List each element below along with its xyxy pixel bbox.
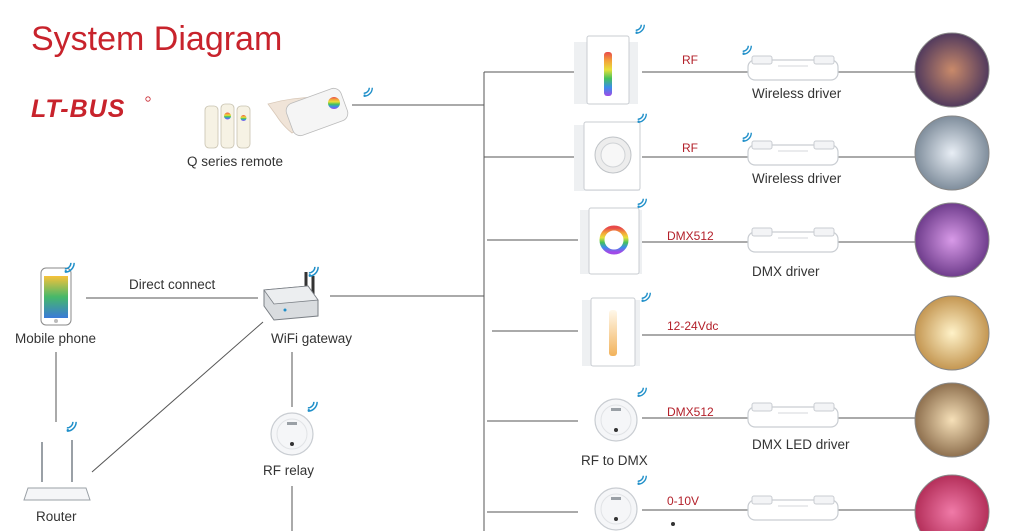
router-label: Router [36, 509, 77, 524]
row5-lamp-icon [914, 382, 990, 458]
row4-lamp-icon [914, 295, 990, 371]
row1-driver-wifi-icon [741, 45, 752, 56]
row6-protocol-label: 0-10V [667, 494, 699, 508]
row3-driver-label: DMX driver [752, 264, 820, 279]
remote-wifi-icon [362, 87, 373, 98]
row6-wifi-icon [636, 475, 647, 486]
q-series-remote-icon [204, 87, 349, 149]
rf-to-dmx-wifi-icon [636, 387, 647, 398]
row4-panel-wifi-icon [640, 292, 651, 303]
row3-protocol-label: DMX512 [667, 229, 714, 243]
remote-label: Q series remote [187, 154, 283, 169]
row1-driver-icon [747, 55, 839, 81]
row6-dot [671, 522, 675, 526]
lt-bus-logo: LT-BUS [31, 95, 151, 123]
color-wheel-panel-icon [580, 207, 642, 275]
gateway-label: WiFi gateway [271, 331, 352, 346]
direct-connect-label: Direct connect [129, 277, 216, 292]
row3-lamp-icon [914, 202, 990, 278]
phone-label: Mobile phone [15, 331, 96, 346]
mobile-phone-icon [40, 267, 72, 326]
row6-lamp-icon [914, 474, 990, 531]
router-gateway-line [91, 321, 264, 473]
row1-driver-label: Wireless driver [752, 86, 842, 101]
row5-driver-icon [747, 402, 839, 428]
row1-lamp-icon [914, 32, 990, 108]
row5-protocol-label: DMX512 [667, 405, 714, 419]
row-5: RF to DMX DMX512 DMX LED driver [581, 382, 990, 468]
rf-to-dmx-label: RF to DMX [581, 453, 648, 468]
row2-driver-wifi-icon [741, 132, 752, 143]
row2-lamp-icon [914, 115, 990, 191]
row1-protocol-label: RF [682, 53, 698, 67]
warm-slider-panel-icon [582, 297, 640, 367]
row6-controller-icon [594, 487, 638, 531]
row-1: RF Wireless driver [574, 24, 990, 108]
router-wifi-icon [65, 421, 77, 433]
connection-lines [55, 71, 916, 531]
page-title: System Diagram [31, 20, 282, 58]
rainbow-touch-panel-icon [574, 35, 638, 105]
row2-driver-label: Wireless driver [752, 171, 842, 186]
row2-driver-icon [747, 140, 839, 166]
row3-panel-wifi-icon [636, 198, 647, 209]
wifi-gateway-icon [263, 272, 319, 321]
router-icon [23, 440, 91, 501]
row3-driver-icon [747, 227, 839, 253]
relay-wifi-icon [306, 401, 318, 413]
row2-protocol-label: RF [682, 141, 698, 155]
row5-driver-label: DMX LED driver [752, 437, 850, 452]
row1-panel-wifi-icon [634, 24, 645, 35]
relay-label: RF relay [263, 463, 314, 478]
brand-wordmark: LT-BUS [31, 95, 125, 123]
row-6: 0-10V [594, 474, 990, 531]
row-4: 12-24Vdc [582, 292, 990, 371]
rf-to-dmx-icon [594, 398, 638, 442]
row-3: DMX512 DMX driver [580, 198, 990, 279]
row-2: RF Wireless driver [574, 113, 990, 191]
row4-protocol-label: 12-24Vdc [667, 319, 718, 333]
rf-relay-icon [270, 412, 314, 456]
row2-panel-wifi-icon [636, 113, 647, 124]
row6-driver-icon [747, 495, 839, 521]
gateway-wifi-icon [307, 266, 319, 278]
rotary-dimmer-panel-icon [574, 121, 641, 191]
